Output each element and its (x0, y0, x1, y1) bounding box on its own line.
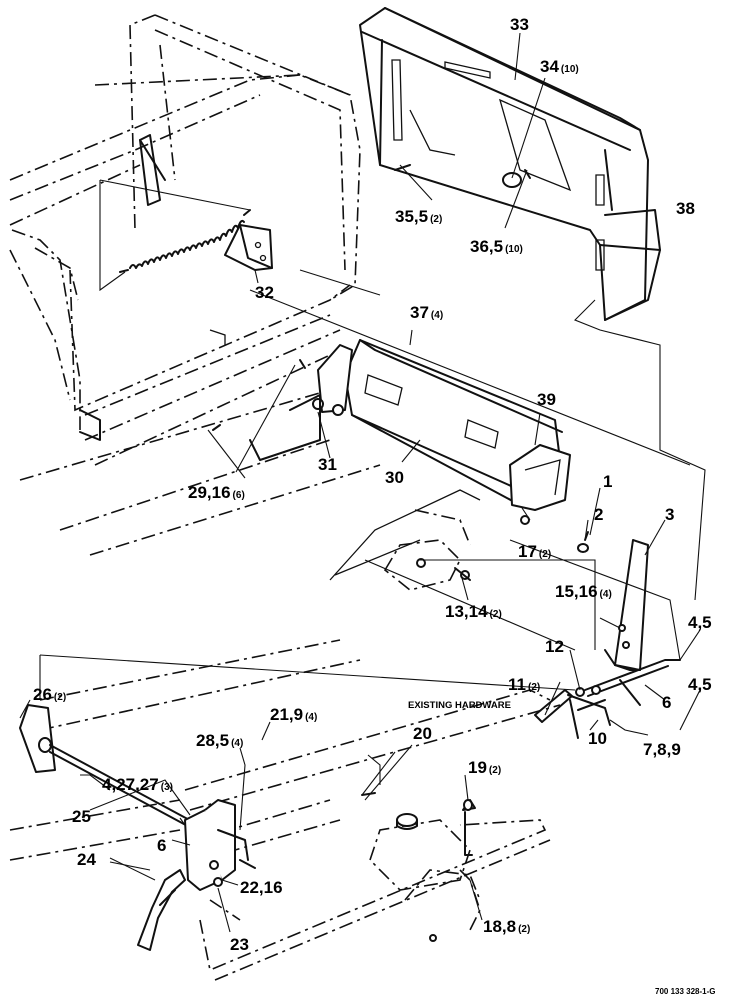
callout-29-16: 29,16(6) (188, 483, 245, 502)
shield-panel (359, 7, 661, 321)
callout-13-14: 13,14(2) (445, 602, 502, 621)
callout-7-8-9: 7,8,9 (643, 740, 681, 759)
bracket-3 (577, 531, 649, 671)
callout-23: 23 (230, 935, 249, 954)
lower-frame (9, 639, 561, 981)
callout-31: 31 (318, 455, 337, 474)
callout-30: 30 (385, 468, 404, 487)
callout-4-27-27: 4,27,27(3) (102, 775, 173, 794)
callout-12: 12 (545, 637, 564, 656)
callout-24: 24 (77, 850, 96, 869)
callout-6-right: 6 (662, 693, 671, 712)
existing-hardware-note: EXISTING HARDWARE (408, 700, 511, 711)
callout-28-5: 28,5(4) (196, 731, 243, 750)
leader-lines (19, 32, 706, 933)
callout-39: 39 (537, 390, 556, 409)
callout-26: 26(2) (33, 685, 66, 704)
rod-assembly (19, 704, 256, 951)
spring (119, 209, 251, 273)
drawing-reference: 700 133 328-1-G (655, 987, 716, 996)
callout-15-16: 15,16(4) (555, 582, 612, 601)
callout-19: 19(2) (468, 758, 501, 777)
callout-34: 34(10) (540, 57, 579, 76)
callout-37: 37(4) (410, 303, 443, 322)
callout-22-16: 22,16 (240, 878, 283, 897)
reservoir (361, 792, 476, 856)
callout-25: 25 (72, 807, 91, 826)
callout-38: 38 (676, 199, 695, 218)
callout-32: 32 (255, 283, 274, 302)
callout-1: 1 (603, 472, 612, 491)
channel-30 (212, 339, 571, 525)
callout-6-left: 6 (157, 836, 166, 855)
callout-35: 35,5(2) (395, 207, 442, 226)
callout-11: 11(2) (508, 675, 540, 694)
machine-frame (9, 14, 381, 556)
lever-assembly (534, 659, 681, 739)
callout-17: 17(2) (518, 542, 551, 561)
callout-3: 3 (665, 505, 674, 524)
callout-labels: 33 34(10) 35,5(2) 36,5(10) 38 32 37(4) 3… (33, 15, 716, 996)
callout-36: 36,5(10) (470, 237, 523, 256)
callout-21-9: 21,9(4) (270, 705, 317, 724)
callout-4-5-lower: 4,5 (688, 675, 712, 694)
callout-10: 10 (588, 729, 607, 748)
callout-18-8: 18,8(2) (483, 917, 530, 936)
callout-33: 33 (510, 15, 529, 34)
callout-4-5-upper: 4,5 (688, 613, 712, 632)
bracket-32 (224, 224, 273, 271)
mid-plate (329, 489, 481, 591)
callout-20: 20 (413, 724, 432, 743)
callout-2: 2 (594, 505, 603, 524)
